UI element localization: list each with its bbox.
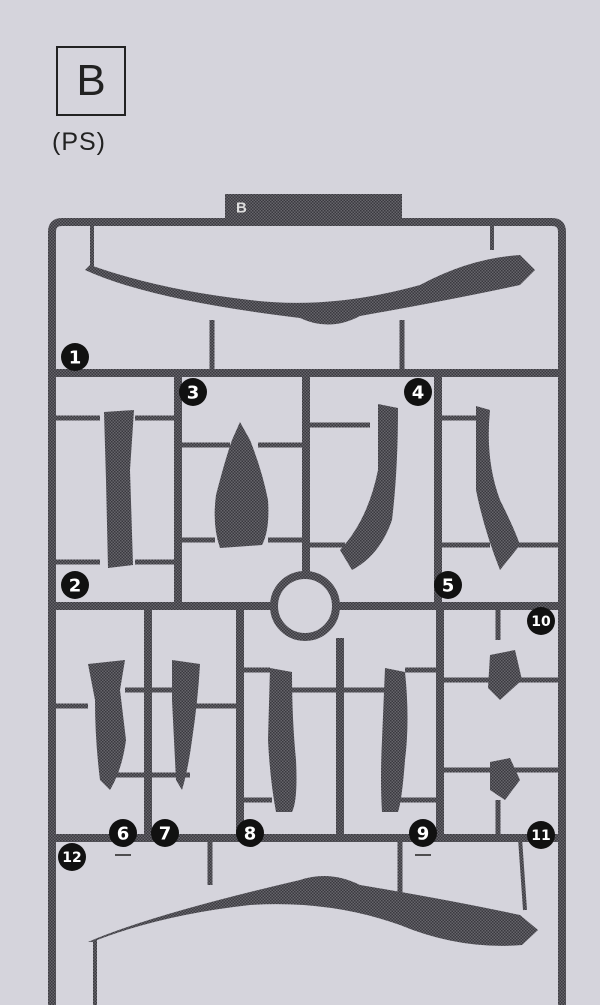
part-leg-right xyxy=(381,668,408,812)
svg-text:3: 3 xyxy=(187,383,200,404)
part-curve-left-upper xyxy=(340,404,398,570)
svg-text:7: 7 xyxy=(159,824,172,845)
part-leg-left xyxy=(268,668,297,812)
runner-letter: B xyxy=(76,56,106,105)
part-number-9: 9 xyxy=(409,819,437,856)
runner-tab: B xyxy=(225,194,402,220)
part-number-5: 5 xyxy=(434,571,462,599)
svg-text:9: 9 xyxy=(417,824,430,845)
svg-text:11: 11 xyxy=(531,828,550,844)
svg-text:8: 8 xyxy=(244,824,257,845)
part-bracket-right xyxy=(172,660,200,790)
svg-text:5: 5 xyxy=(442,576,455,597)
part-number-1: 1 xyxy=(61,343,89,371)
part-number-4: 4 xyxy=(404,378,432,406)
part-left-column xyxy=(104,410,134,568)
runner-letter-box: B xyxy=(56,46,126,116)
part-number-11: 11 xyxy=(527,821,555,849)
part-bottom-arch xyxy=(88,876,538,946)
part-top-arch xyxy=(85,255,535,325)
part-number-8: 8 xyxy=(236,819,264,847)
part-small-lower xyxy=(490,758,520,800)
part-cone xyxy=(214,422,269,548)
part-numbers: 1 2 3 4 5 6 7 8 9 10 11 12 xyxy=(58,343,555,871)
part-small-upper xyxy=(488,650,522,700)
runner-frame xyxy=(48,218,566,1005)
svg-text:2: 2 xyxy=(69,576,82,597)
part-bracket-left xyxy=(88,660,126,790)
svg-text:4: 4 xyxy=(412,383,425,404)
part-number-6: 6 xyxy=(109,819,137,856)
part-number-12: 12 xyxy=(58,843,86,871)
svg-text:1: 1 xyxy=(69,348,82,369)
runner-tab-label: B xyxy=(236,200,247,217)
part-number-3: 3 xyxy=(179,378,207,406)
material-label: (PS) xyxy=(52,128,106,156)
part-curve-right-upper xyxy=(476,406,520,570)
svg-text:10: 10 xyxy=(531,614,551,630)
part-number-2: 2 xyxy=(61,571,89,599)
part-number-7: 7 xyxy=(151,819,179,847)
svg-text:6: 6 xyxy=(117,824,130,845)
svg-text:12: 12 xyxy=(62,850,81,866)
part-number-10: 10 xyxy=(527,607,555,635)
